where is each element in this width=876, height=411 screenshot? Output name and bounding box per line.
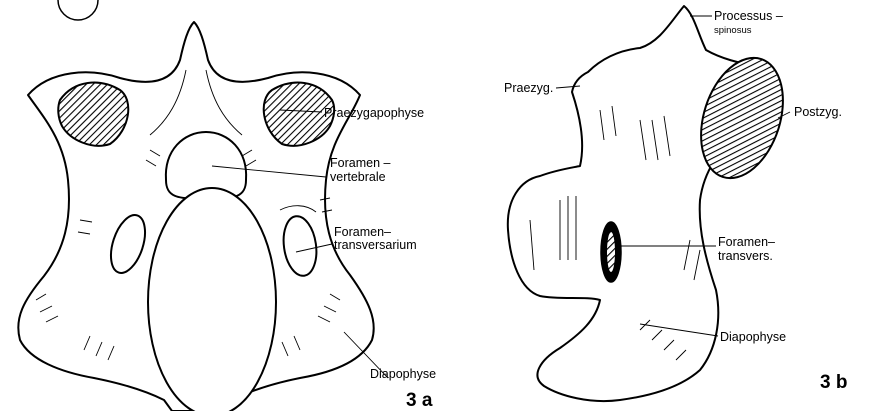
label-praezyg: Praezyg. bbox=[504, 81, 553, 95]
label-processus: Processus – bbox=[714, 9, 783, 23]
figure-label-3b: 3 b bbox=[820, 372, 847, 393]
label-foramen-transvers-1: Foramen– bbox=[718, 235, 775, 249]
label-foramen-transvers-2: transvers. bbox=[718, 249, 773, 263]
label-foramen-transversarium-1: Foramen– bbox=[334, 225, 391, 239]
figure-label-3a: 3 a bbox=[406, 390, 433, 411]
label-diapophyse-b: Diapophyse bbox=[720, 330, 786, 344]
cropped-circle-mark bbox=[58, 0, 98, 20]
label-foramen-transversarium-2: transversarium bbox=[334, 238, 417, 252]
label-foramen-vertebrale-1: Foramen – bbox=[330, 156, 390, 170]
label-spinosus: spinosus bbox=[714, 25, 752, 36]
label-diapophyse-a: Diapophyse bbox=[370, 367, 436, 381]
label-praezygapophyse: Praezygapophyse bbox=[324, 106, 424, 120]
label-postzyg: Postzyg. bbox=[794, 105, 842, 119]
panel-3a-drawing bbox=[18, 22, 373, 411]
label-foramen-vertebrale-2: vertebrale bbox=[330, 170, 386, 184]
